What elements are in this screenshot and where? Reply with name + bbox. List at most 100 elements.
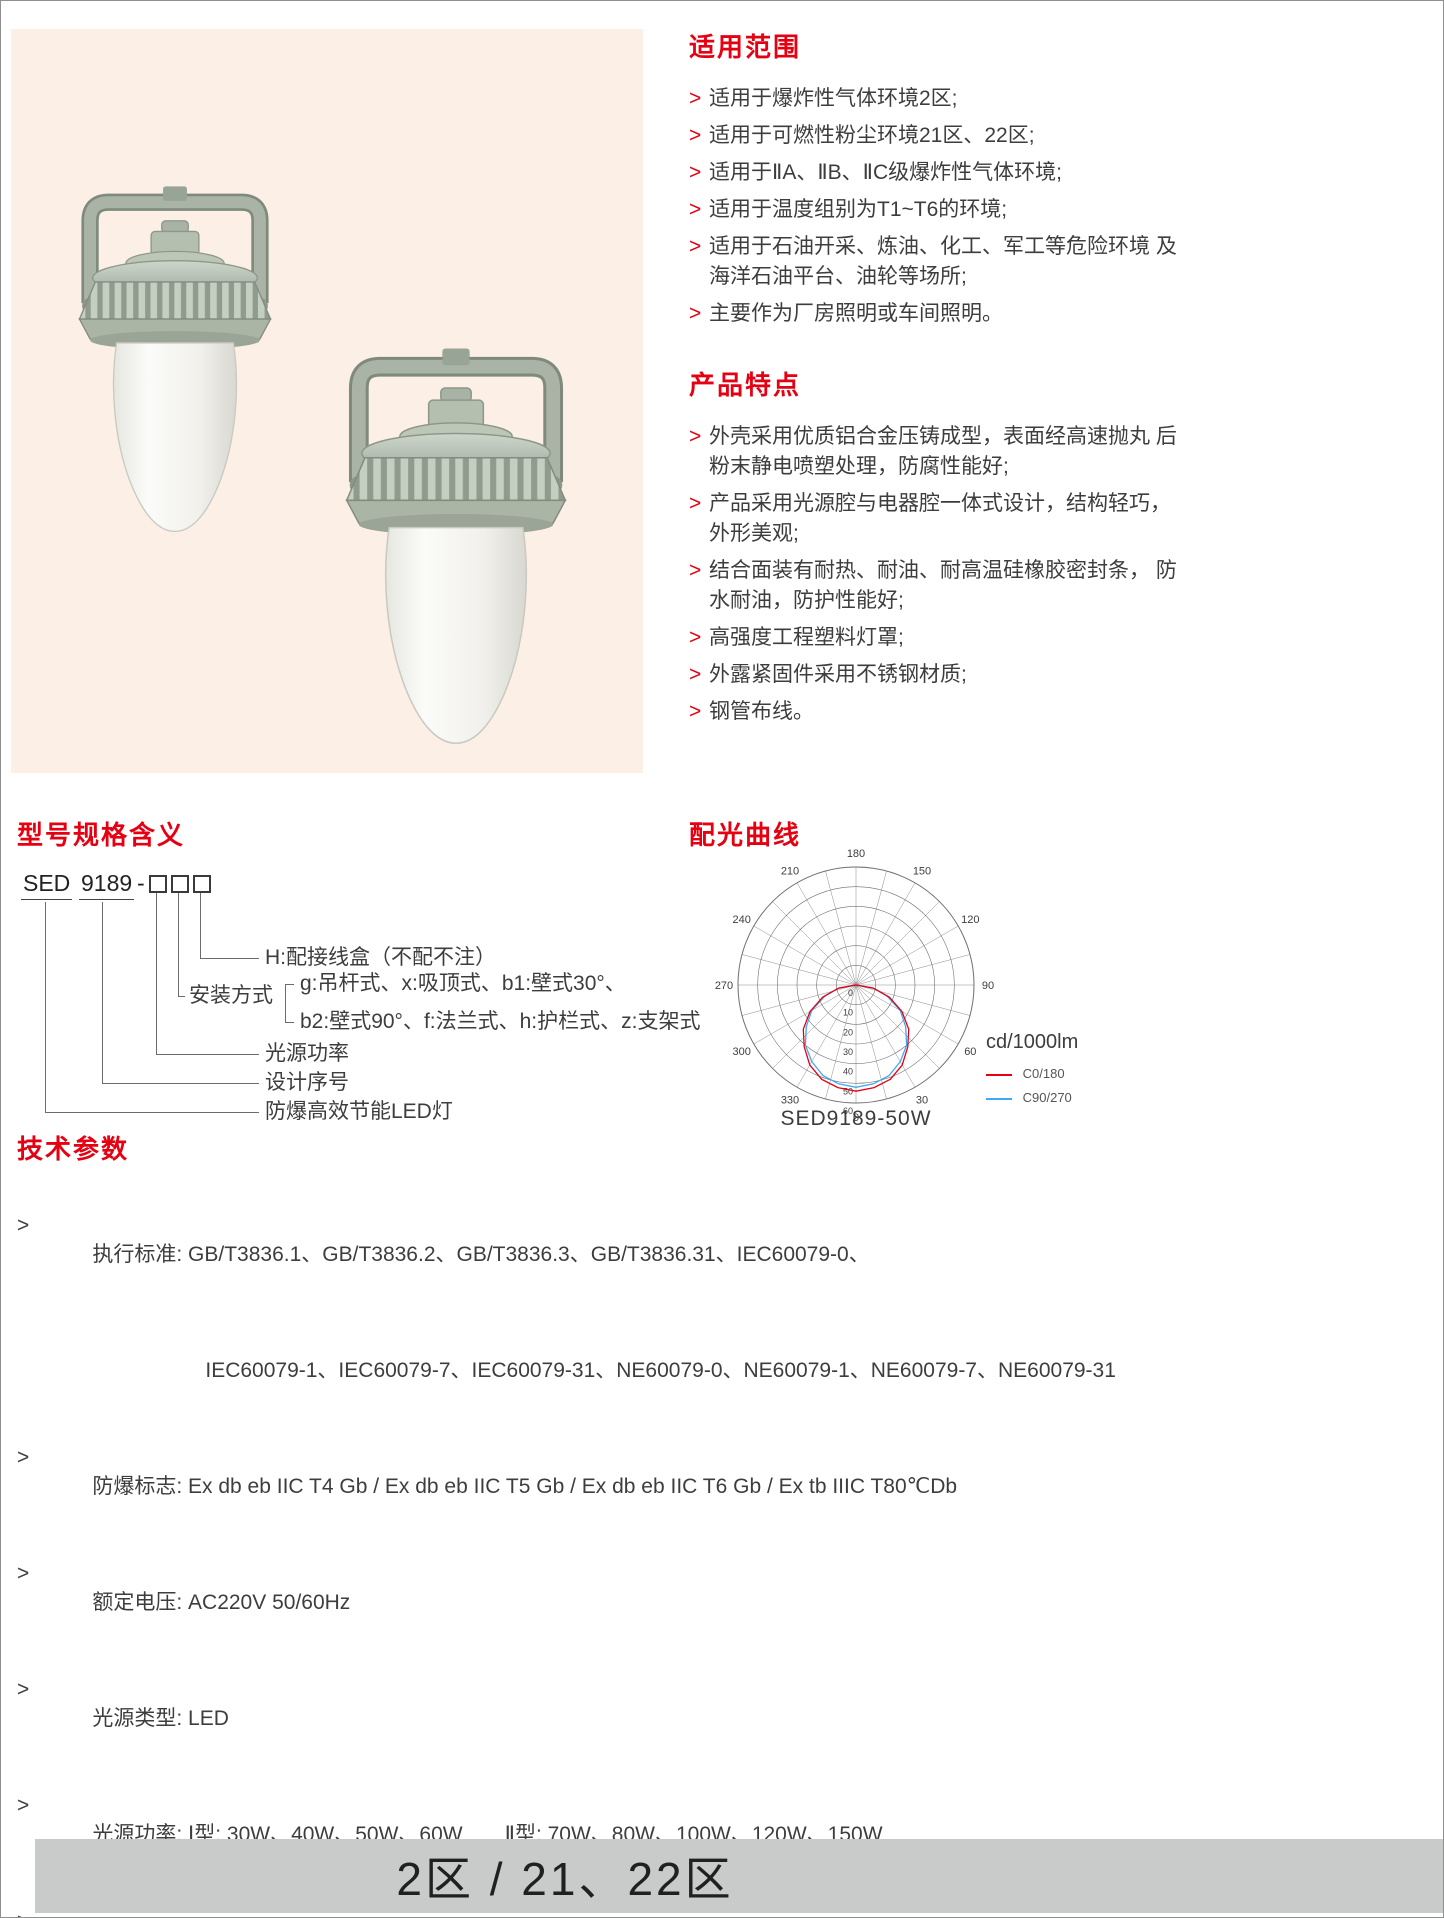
- connector-line: [178, 996, 185, 997]
- bullet-arrow-icon: >: [17, 1794, 30, 1817]
- model-label-power: 光源功率: [265, 1042, 349, 1065]
- product-photo-lamp-1: [79, 186, 270, 531]
- scope-item-text: 适用于爆炸性气体环境2区;: [709, 87, 958, 110]
- photometric-caption: SED9189-50W: [780, 1107, 932, 1130]
- connector-line: [156, 1054, 259, 1055]
- scope-item: > 适用于温度组别为T1~T6的环境;: [689, 195, 1181, 225]
- bullet-arrow-icon: >: [17, 1907, 29, 1917]
- tech-row-text: 光源类型: LED: [92, 1707, 229, 1730]
- bracket-line: [285, 1022, 294, 1023]
- svg-text:330: 330: [781, 1094, 799, 1106]
- zone-banner: 2区 / 21、22区: [35, 1839, 1443, 1913]
- feature-item: > 产品采用光源腔与电器腔一体式设计，结构轻巧， 外形美观;: [689, 489, 1181, 549]
- model-label-install: 安装方式: [189, 984, 273, 1007]
- legend-label: C90/270: [1022, 1090, 1072, 1105]
- svg-text:40: 40: [843, 1067, 853, 1077]
- tech-row: > 光源类型: LED: [17, 1646, 1429, 1762]
- photometric-title: 配光曲线: [689, 820, 802, 850]
- model-label-series: 设计序号: [265, 1071, 349, 1094]
- model-spec-title: 型号规格含义: [17, 820, 186, 850]
- right-column: 适用范围 > 适用于爆炸性气体环境2区; > 适用于可燃性粉尘环境21区、22区…: [689, 27, 1181, 734]
- bullet-arrow-icon: >: [689, 198, 702, 221]
- bullet-arrow-icon: >: [17, 1562, 30, 1585]
- scope-item-text: 适用于温度组别为T1~T6的环境;: [709, 198, 1008, 221]
- scope-list: > 适用于爆炸性气体环境2区; > 适用于可燃性粉尘环境21区、22区; > 适…: [689, 84, 1181, 329]
- connector-line: [102, 1083, 259, 1084]
- legend-row: C0/180: [986, 1066, 1078, 1081]
- svg-text:150: 150: [913, 866, 931, 878]
- scope-item-text: 适用于ⅡA、ⅡB、ⅡC级爆炸性气体环境;: [709, 161, 1063, 184]
- scope-item: > 适用于爆炸性气体环境2区;: [689, 84, 1181, 114]
- tech-row: > 执行标准: GB/T3836.1、GB/T3836.2、GB/T3836.3…: [17, 1182, 1429, 1298]
- tech-row: > 防爆标志: Ex db eb IIC T4 Gb / Ex db eb II…: [17, 1414, 1429, 1530]
- legend-row: C90/270: [986, 1090, 1078, 1105]
- legend-label: C0/180: [1022, 1066, 1065, 1081]
- model-code-dash: -: [137, 870, 145, 896]
- zone-banner-text: 2区 / 21、22区: [396, 1853, 734, 1905]
- svg-text:90: 90: [982, 980, 994, 992]
- bullet-arrow-icon: >: [689, 235, 702, 258]
- feature-item: > 结合面装有耐热、耐油、耐高温硅橡胶密封条， 防水耐油，防护性能好;: [689, 556, 1181, 616]
- svg-text:20: 20: [843, 1027, 853, 1037]
- tech-row-text: 额定电压: AC220V 50/60Hz: [92, 1591, 351, 1614]
- scope-item-text: 适用于石油开采、炼油、化工、军工等危险环境 及海洋石油平台、油轮等场所;: [709, 235, 1177, 288]
- svg-text:30: 30: [843, 1047, 853, 1057]
- feature-item-text: 外露紧固件采用不锈钢材质;: [709, 663, 967, 686]
- bullet-arrow-icon: >: [689, 124, 702, 147]
- connector-line: [200, 893, 201, 958]
- tech-row: IEC60079-1、IEC60079-7、IEC60079-31、NE6007…: [17, 1298, 1429, 1414]
- tech-row-text: 执行标准: GB/T3836.1、GB/T3836.2、GB/T3836.3、G…: [92, 1243, 870, 1266]
- tech-row: > 发光效率: >140lm/W: [17, 1878, 1429, 1917]
- connector-line: [45, 1112, 259, 1113]
- bullet-arrow-icon: >: [17, 1214, 30, 1237]
- model-code-box-1: [149, 875, 167, 893]
- scope-item-text: 适用于可燃性粉尘环境21区、22区;: [709, 124, 1035, 147]
- svg-text:0: 0: [853, 1112, 859, 1124]
- model-spec-section: 型号规格含义 SED 9189 - H:配接线盒（不配不注） 安装方式 g:吊杆…: [17, 815, 701, 1150]
- legend-swatch: [986, 1073, 1012, 1076]
- svg-text:60: 60: [843, 1106, 853, 1116]
- feature-item-text: 外壳采用优质铝合金压铸成型，表面经高速抛丸 后粉末静电喷塑处理，防腐性能好;: [709, 425, 1177, 478]
- scope-item: > 适用于ⅡA、ⅡB、ⅡC级爆炸性气体环境;: [689, 158, 1181, 188]
- svg-text:300: 300: [733, 1046, 751, 1058]
- feature-item-text: 钢管布线。: [709, 700, 814, 723]
- bullet-arrow-icon: >: [689, 559, 702, 582]
- connector-line: [178, 893, 179, 996]
- feature-item-text: 产品采用光源腔与电器腔一体式设计，结构轻巧， 外形美观;: [709, 492, 1171, 545]
- feature-item-text: 结合面装有耐热、耐油、耐高温硅橡胶密封条， 防水耐油，防护性能好;: [709, 559, 1177, 612]
- svg-text:180: 180: [847, 848, 865, 860]
- bullet-arrow-icon: >: [689, 626, 702, 649]
- bracket-line: [285, 984, 286, 1023]
- feature-item: > 钢管布线。: [689, 697, 1181, 727]
- bullet-arrow-icon: >: [689, 492, 702, 515]
- bullet-arrow-icon: >: [689, 87, 702, 110]
- product-photo-panel: [11, 29, 643, 773]
- scope-title: 适用范围: [689, 32, 802, 62]
- bullet-arrow-icon: >: [689, 425, 702, 448]
- tech-row-text: IEC60079-1、IEC60079-7、IEC60079-31、NE6007…: [205, 1359, 1116, 1382]
- photometric-chart: 1802102402703003300306090120150010203040…: [715, 848, 994, 1124]
- legend-rows: C0/180 C90/270: [986, 1066, 1078, 1105]
- scope-item: > 适用于石油开采、炼油、化工、军工等危险环境 及海洋石油平台、油轮等场所;: [689, 232, 1181, 292]
- scope-item: > 适用于可燃性粉尘环境21区、22区;: [689, 121, 1181, 151]
- connector-line: [200, 958, 259, 959]
- model-code-box-3: [193, 875, 211, 893]
- model-code-series: 9189: [79, 870, 135, 900]
- svg-text:0: 0: [848, 988, 853, 998]
- model-label-product: 防爆高效节能LED灯: [265, 1100, 453, 1123]
- model-label-junction-box: H:配接线盒（不配不注）: [265, 946, 496, 969]
- photometric-unit: cd/1000lm: [986, 1031, 1079, 1053]
- bullet-arrow-icon: >: [689, 302, 702, 325]
- model-label-install-options-1: g:吊杆式、x:吸顶式、b1:壁式30°、: [300, 972, 626, 995]
- connector-line: [156, 893, 157, 1054]
- svg-text:60: 60: [964, 1046, 976, 1058]
- tech-row: > 额定电压: AC220V 50/60Hz: [17, 1530, 1429, 1646]
- tech-row-text: 防爆标志: Ex db eb IIC T4 Gb / Ex db eb IIC …: [92, 1475, 958, 1498]
- photometric-legend: cd/1000lm C0/180 C90/270: [986, 1031, 1078, 1105]
- bracket-line: [285, 984, 294, 985]
- tech-params-section: 技术参数 > 执行标准: GB/T3836.1、GB/T3836.2、GB/T3…: [17, 1129, 1429, 1917]
- feature-item: > 外露紧固件采用不锈钢材质;: [689, 660, 1181, 690]
- model-label-install-options-2: b2:壁式90°、f:法兰式、h:护栏式、z:支架式: [300, 1010, 701, 1033]
- svg-text:270: 270: [715, 980, 733, 992]
